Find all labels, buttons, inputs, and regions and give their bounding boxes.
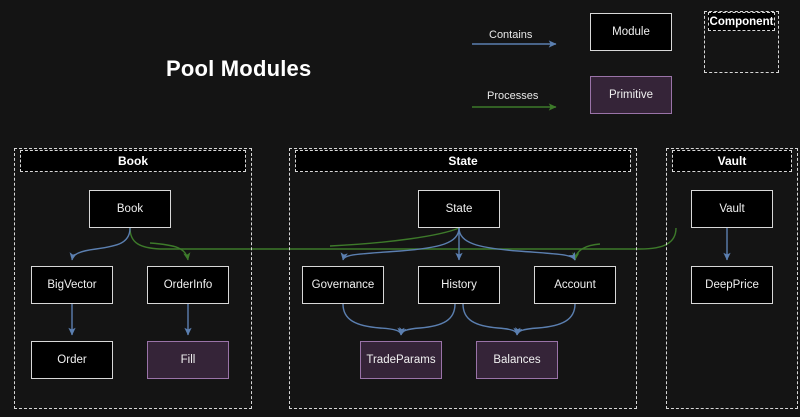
group-book-label: Book bbox=[20, 150, 246, 172]
group-state bbox=[289, 148, 637, 409]
node-tradeparams[interactable]: TradeParams bbox=[360, 341, 442, 379]
node-account[interactable]: Account bbox=[534, 266, 616, 304]
node-bigvector[interactable]: BigVector bbox=[31, 266, 113, 304]
legend-label-processes: Processes bbox=[487, 90, 539, 102]
node-orderinfo[interactable]: OrderInfo bbox=[147, 266, 229, 304]
node-deepprice[interactable]: DeepPrice bbox=[691, 266, 773, 304]
node-order[interactable]: Order bbox=[31, 341, 113, 379]
page-title: Pool Modules bbox=[166, 56, 312, 81]
node-governance[interactable]: Governance bbox=[302, 266, 384, 304]
node-state[interactable]: State bbox=[418, 190, 500, 228]
node-vault[interactable]: Vault bbox=[691, 190, 773, 228]
legend-node-module: Module bbox=[590, 13, 672, 51]
group-vault bbox=[666, 148, 798, 409]
group-book bbox=[14, 148, 252, 409]
node-book[interactable]: Book bbox=[89, 190, 171, 228]
node-balances[interactable]: Balances bbox=[476, 341, 558, 379]
node-history[interactable]: History bbox=[418, 266, 500, 304]
node-fill[interactable]: Fill bbox=[147, 341, 229, 379]
legend-node-primitive: Primitive bbox=[590, 76, 672, 114]
legend-component-box bbox=[704, 11, 779, 73]
group-state-label: State bbox=[295, 150, 631, 172]
legend-label-contains: Contains bbox=[489, 29, 533, 41]
group-vault-label: Vault bbox=[672, 150, 792, 172]
legend-component-label: Component bbox=[708, 12, 775, 31]
